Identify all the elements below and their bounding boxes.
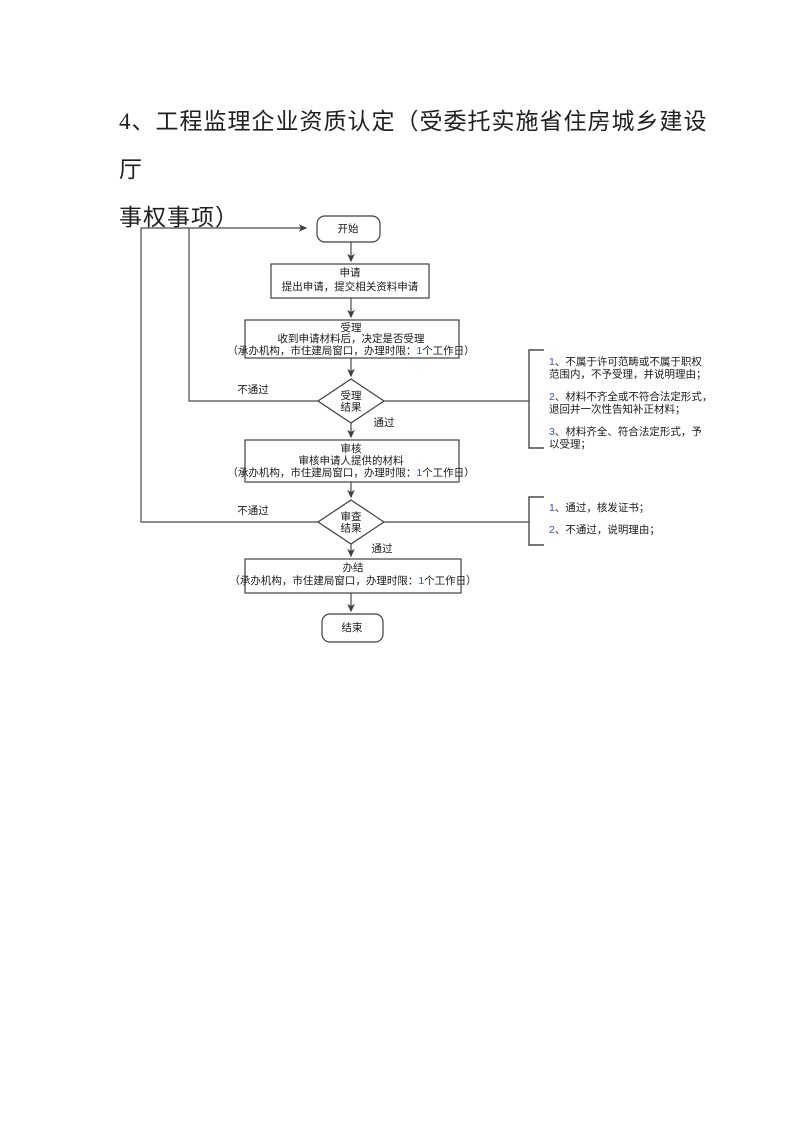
note2-item1-text: 、通过，核发证书；: [555, 501, 650, 514]
note2-item1-number: 1: [549, 502, 555, 514]
start-node: 开始: [316, 215, 381, 243]
note1-item1-number: 1: [549, 356, 555, 368]
note1-item2-text1: 、材料不齐全或不符合法定形式，: [555, 390, 713, 403]
finish-meta-suffix: 个工作日）: [424, 575, 477, 587]
apply-title: 申请: [340, 266, 361, 279]
review-decision-node: 审查 结果: [316, 499, 386, 545]
apply-desc: 提出申请，提交相关资料申请: [282, 280, 419, 293]
accept-decision-diamond: [316, 378, 386, 424]
note2-annotation: 1、通过，核发证书； 2、不通过，说明理由；: [528, 496, 660, 546]
review-meta: （承办机构，市住建局窗口，办理时限：1个工作日）: [227, 466, 474, 479]
page-title: 4、工程监理企业资质认定（受委托实施省住房城乡建设厅 事权事项）: [119, 98, 719, 242]
accept-title: 受理: [341, 322, 362, 334]
review-decision-diamond: [316, 499, 386, 545]
finish-meta-number: 1: [418, 575, 424, 587]
note2-bracket: [528, 496, 544, 546]
pass-label-2: 通过: [372, 542, 393, 555]
fail-label-2: 不通过: [237, 504, 269, 517]
review-decision-line1: 审查: [341, 510, 362, 523]
accept-meta: （承办机构，市住建局窗口，办理时限：1个工作日）: [227, 344, 474, 357]
accept-decision-line2: 结果: [341, 401, 362, 414]
edge-accept-fail-loop: [188, 228, 318, 402]
accept-meta-number: 1: [416, 345, 422, 357]
end-node: 结束: [321, 613, 384, 643]
start-label: 开始: [338, 222, 359, 235]
pass-label-1: 通过: [374, 416, 395, 429]
review-desc: 审核申请人提供的材料: [299, 454, 404, 467]
apply-box: [270, 263, 430, 299]
note1-item1-line2: 范围内，不予受理，并说明理由；: [549, 368, 707, 381]
note1-bracket: [528, 349, 544, 449]
review-decision-line2: 结果: [341, 522, 362, 535]
note1-item2-number: 2: [549, 391, 555, 403]
accept-meta-prefix: （承办机构，市住建局窗口，办理时限：: [227, 344, 416, 357]
note1-item3-text1: 、材料齐全、符合法定形式，予: [555, 425, 702, 438]
accept-node: 受理 收到申请材料后，决定是否受理 （承办机构，市住建局窗口，办理时限：1个工作…: [227, 319, 475, 359]
review-title: 审核: [341, 442, 362, 455]
finish-box: [244, 558, 462, 594]
edge-labels: 不通过 通过 不通过 通过: [237, 383, 395, 555]
note2-item2-text: 、不通过，说明理由；: [555, 523, 660, 536]
note1-item1-text1: 、不属于许可范畴或不属于职权: [555, 355, 702, 368]
review-node: 审核 审核申请人提供的材料 （承办机构，市住建局窗口，办理时限：1个工作日）: [227, 439, 475, 483]
review-meta-suffix: 个工作日）: [422, 467, 475, 479]
note1-item3-line1: 3、材料齐全、符合法定形式，予: [549, 425, 702, 438]
note1-annotation: 1、不属于许可范畴或不属于职权 范围内，不予受理，并说明理由； 2、材料不齐全或…: [528, 349, 712, 451]
finish-meta: （承办机构，市住建局窗口，办理时限：1个工作日）: [229, 574, 476, 587]
flow-edges: [140, 224, 529, 613]
fail-label-1: 不通过: [237, 383, 269, 396]
note2-item2: 2、不通过，说明理由；: [549, 523, 660, 536]
note1-item3-line2: 以受理；: [549, 439, 591, 451]
finish-node: 办结 （承办机构，市住建局窗口，办理时限：1个工作日）: [229, 558, 477, 594]
accept-meta-suffix: 个工作日）: [422, 345, 475, 357]
end-label: 结束: [342, 621, 363, 634]
page-title-line1: 4、工程监理企业资质认定（受委托实施省住房城乡建设厅: [119, 109, 708, 182]
start-terminator-shape: [316, 215, 381, 243]
note2-item1: 1、通过，核发证书；: [549, 501, 649, 514]
review-box: [244, 439, 460, 483]
accept-box: [244, 319, 460, 359]
note1-item1-line1: 1、不属于许可范畴或不属于职权: [549, 355, 702, 368]
page-title-line2: 事权事项）: [119, 205, 239, 230]
end-terminator-shape: [321, 613, 384, 643]
edge-review-fail-loop: [140, 224, 318, 523]
finish-meta-prefix: （承办机构，市住建局窗口，办理时限：: [229, 574, 418, 587]
review-meta-prefix: （承办机构，市住建局窗口，办理时限：: [227, 466, 416, 479]
finish-title: 办结: [343, 561, 364, 574]
note1-item2-line2: 退回并一次性告知补正材料；: [549, 403, 686, 416]
accept-desc: 收到申请材料后，决定是否受理: [278, 332, 425, 345]
review-meta-number: 1: [416, 467, 422, 479]
note1-item2-line1: 2、材料不齐全或不符合法定形式，: [549, 390, 712, 403]
note2-item2-number: 2: [549, 524, 555, 536]
accept-decision-line1: 受理: [341, 390, 362, 402]
apply-node: 申请 提出申请，提交相关资料申请: [270, 263, 430, 299]
note1-item3-number: 3: [549, 426, 555, 438]
accept-decision-node: 受理 结果: [316, 378, 386, 424]
